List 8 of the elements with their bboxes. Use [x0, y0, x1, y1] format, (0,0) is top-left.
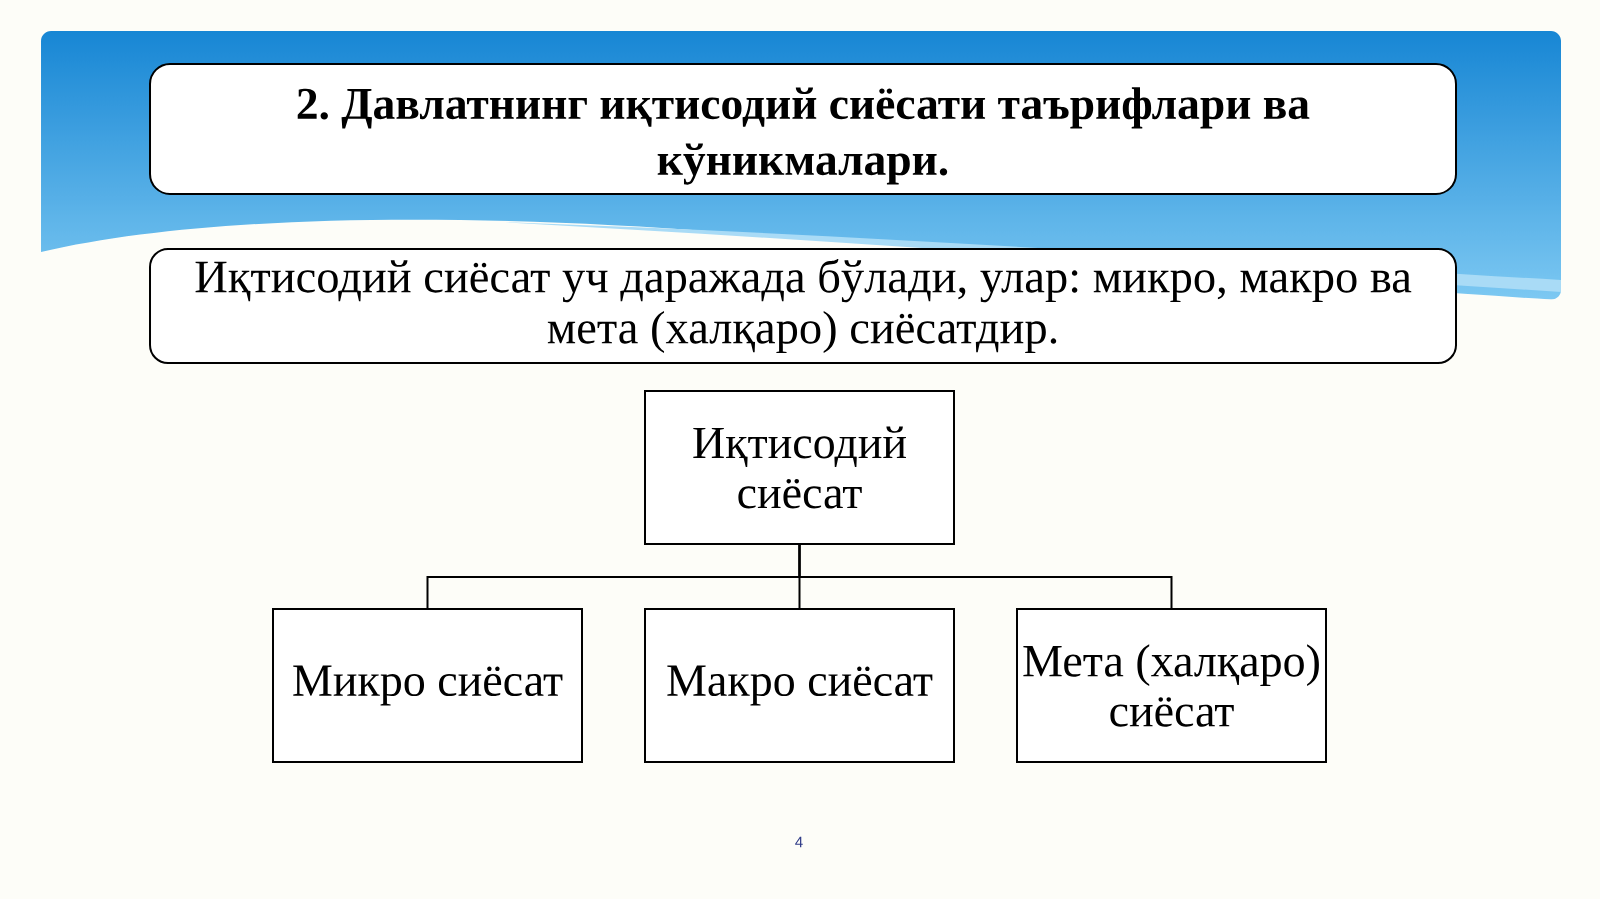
- text-box: Иқтисодий сиёсат уч даражада бўлади, улар: микро, макро ва мета (халқаро) сиёсатдир.: [149, 248, 1457, 364]
- page-number: 4: [795, 836, 803, 848]
- connector-line: [798, 544, 1173, 609]
- concept-box: Макро сиёсат: [644, 608, 955, 763]
- concept-box: Микро сиёсат: [272, 608, 583, 763]
- concept-box: Иқтисодий сиёсат: [644, 390, 955, 545]
- concept-box: Мета (халқаро) сиёсат: [1016, 608, 1327, 763]
- title-box: 2. Давлатнинг иқтисодий сиёсати таърифлари ва кўникмалари.: [149, 63, 1457, 195]
